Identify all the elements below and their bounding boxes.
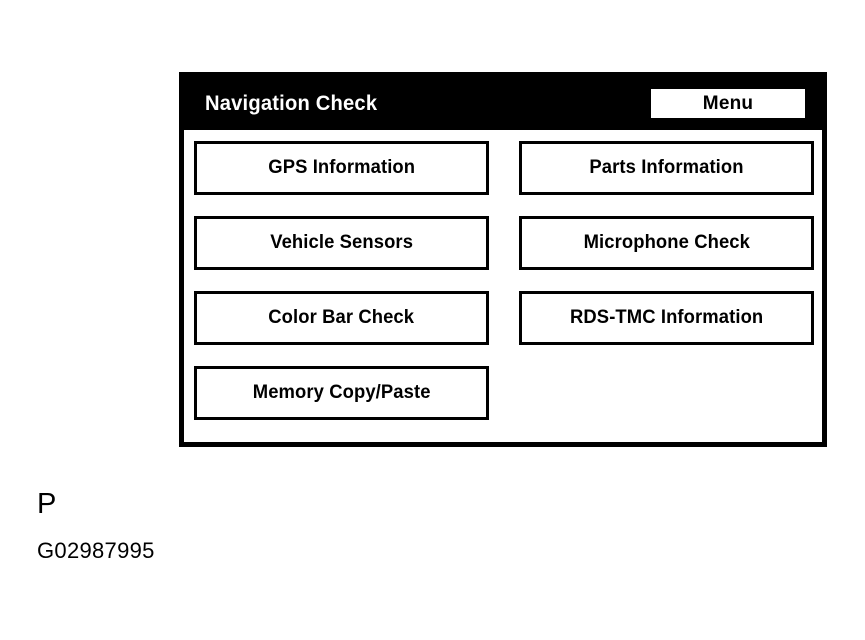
button-microphone-check[interactable]: Microphone Check [519, 216, 814, 270]
button-vehicle-sensors-label: Vehicle Sensors [270, 232, 413, 253]
page-title: Navigation Check [205, 91, 378, 115]
menu-button[interactable]: Menu [650, 88, 806, 119]
figure-caption: P G02987995 [37, 487, 155, 564]
button-memory-copy-paste[interactable]: Memory Copy/Paste [194, 366, 489, 420]
title-bar: Navigation Check Menu [184, 77, 822, 130]
button-color-bar-check[interactable]: Color Bar Check [194, 291, 489, 345]
navigation-check-screen: Navigation Check Menu GPS Information Ve… [179, 72, 827, 447]
button-gps-information-label: GPS Information [268, 157, 415, 178]
caption-code: G02987995 [37, 538, 155, 563]
menu-button-label: Menu [702, 92, 754, 114]
caption-letter: P [37, 488, 57, 520]
button-grid: GPS Information Vehicle Sensors Color Ba… [184, 130, 822, 442]
button-parts-information-label: Parts Information [589, 157, 744, 178]
button-parts-information[interactable]: Parts Information [519, 141, 814, 195]
button-column-left: GPS Information Vehicle Sensors Color Ba… [194, 141, 489, 441]
button-memory-copy-paste-label: Memory Copy/Paste [252, 382, 431, 403]
button-gps-information[interactable]: GPS Information [194, 141, 489, 195]
button-rds-tmc-information-label: RDS-TMC Information [569, 307, 764, 328]
button-microphone-check-label: Microphone Check [583, 232, 750, 253]
button-color-bar-check-label: Color Bar Check [268, 307, 415, 328]
button-column-right: Parts Information Microphone Check RDS-T… [519, 141, 814, 366]
button-vehicle-sensors[interactable]: Vehicle Sensors [194, 216, 489, 270]
button-rds-tmc-information[interactable]: RDS-TMC Information [519, 291, 814, 345]
